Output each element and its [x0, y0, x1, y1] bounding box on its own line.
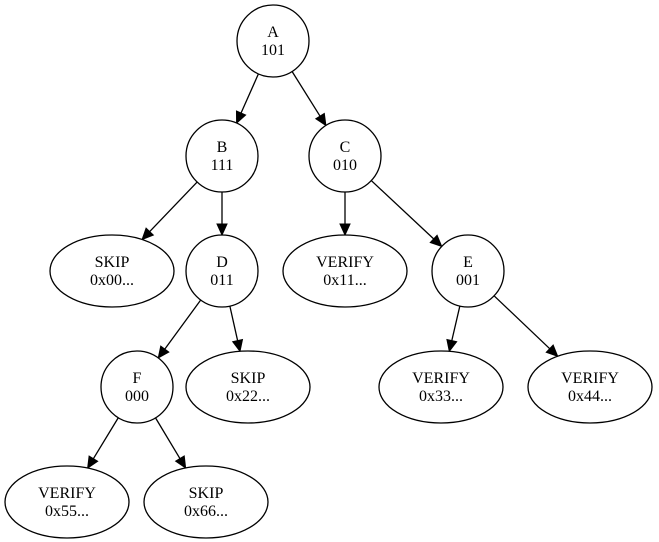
node-label-line2: 0x00... [90, 272, 134, 289]
node-l2: VERIFY0x11... [282, 234, 408, 308]
edge-line [291, 71, 321, 117]
node-circle [308, 119, 382, 193]
node-l6: VERIFY0x55... [4, 465, 130, 539]
edges-layer [87, 71, 559, 470]
node-label-line2: 0x55... [45, 503, 89, 520]
arrow-head-icon [545, 344, 559, 358]
node-label-line2: 000 [125, 388, 149, 405]
edge-f-l6 [87, 417, 119, 470]
node-l4: VERIFY0x33... [378, 350, 504, 424]
node-circle [185, 234, 259, 308]
edge-d-f [157, 299, 202, 359]
arrow-head-icon [174, 455, 187, 470]
node-label-line2: 0x33... [419, 388, 463, 405]
edge-line [164, 299, 202, 350]
node-ellipse [49, 234, 175, 308]
node-label-line1: VERIFY [412, 370, 470, 387]
edge-line [493, 295, 551, 350]
edge-c-e [370, 180, 443, 248]
node-label-line2: 0x66... [184, 503, 228, 520]
node-label-line1: SKIP [231, 370, 266, 387]
node-l7: SKIP0x66... [143, 465, 269, 539]
node-label-line1: F [133, 370, 142, 387]
edge-c-l2 [339, 192, 351, 237]
arrow-head-icon [231, 338, 244, 353]
edge-b-d [216, 192, 228, 237]
node-label-line1: C [340, 139, 351, 156]
node-ellipse [143, 465, 269, 539]
node-label-line2: 011 [210, 272, 233, 289]
arrow-head-icon [429, 234, 443, 248]
arrow-head-icon [141, 227, 155, 241]
edge-line [451, 305, 461, 341]
node-label-line2: 010 [333, 157, 357, 174]
node-ellipse [527, 350, 653, 424]
node-circle [100, 350, 174, 424]
edge-f-l7 [154, 417, 187, 470]
edge-line [149, 181, 198, 233]
node-ellipse [4, 465, 130, 539]
edge-e-l4 [446, 305, 461, 353]
node-label-line1: VERIFY [561, 370, 619, 387]
node-ellipse [185, 350, 311, 424]
arrow-head-icon [87, 455, 99, 470]
arrow-head-icon [235, 110, 247, 125]
node-label-line1: SKIP [95, 254, 130, 271]
edge-line [240, 73, 259, 114]
edge-line [92, 417, 119, 459]
node-label-line2: 0x11... [323, 272, 366, 289]
node-l1: SKIP0x00... [49, 234, 175, 308]
edge-line [154, 417, 181, 459]
node-circle [185, 119, 259, 193]
node-ellipse [378, 350, 504, 424]
node-circle [431, 234, 505, 308]
edge-line [229, 305, 239, 341]
node-label-line1: SKIP [189, 485, 224, 502]
edge-a-c [291, 71, 327, 127]
node-label-line2: 0x22... [226, 388, 270, 405]
node-label-line2: 101 [261, 42, 285, 59]
node-label-line1: D [216, 254, 228, 271]
node-l5: VERIFY0x44... [527, 350, 653, 424]
node-label-line1: A [267, 24, 279, 41]
arrow-head-icon [157, 345, 170, 359]
edge-line [370, 180, 435, 240]
node-label-line1: E [463, 254, 473, 271]
node-l3: SKIP0x22... [185, 350, 311, 424]
arrow-head-icon [339, 223, 351, 237]
node-label-line1: VERIFY [38, 485, 96, 502]
nodes-layer: A101B111C010SKIP0x00...D011VERIFY0x11...… [4, 4, 653, 539]
edge-b-l1 [141, 181, 198, 241]
node-ellipse [282, 234, 408, 308]
node-label-line2: 001 [456, 272, 480, 289]
node-label-line1: VERIFY [316, 254, 374, 271]
arrow-head-icon [314, 112, 327, 127]
arrow-head-icon [216, 223, 228, 237]
edge-e-l5 [493, 295, 559, 358]
node-label-line2: 0x44... [568, 388, 612, 405]
node-label-line1: B [217, 139, 228, 156]
arrow-head-icon [446, 338, 458, 353]
node-label-line2: 111 [211, 157, 234, 174]
edge-d-l3 [229, 305, 244, 353]
edge-a-b [235, 73, 259, 125]
node-circle [236, 4, 310, 78]
